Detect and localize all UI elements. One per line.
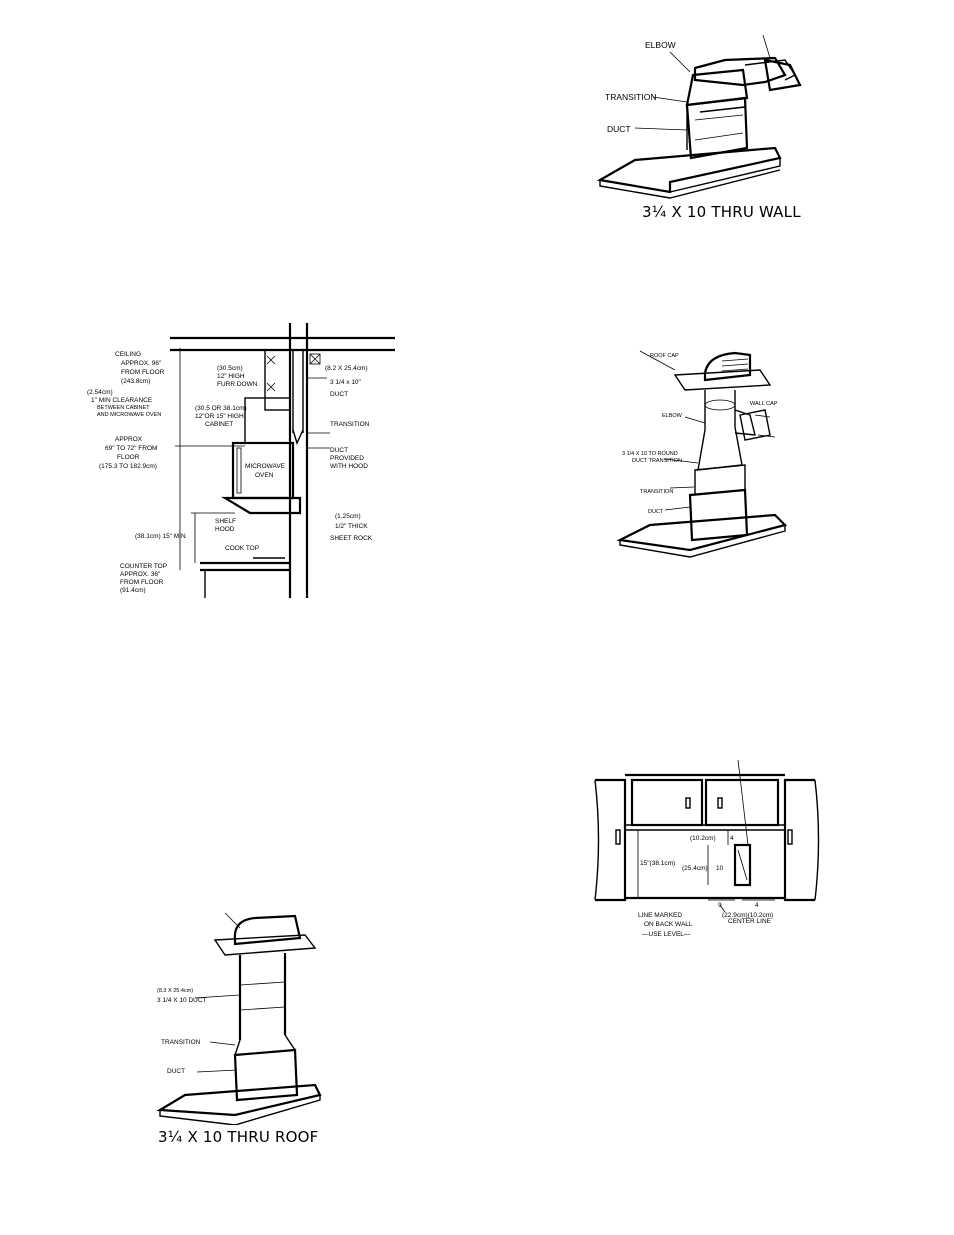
svg-text:(10.2cm): (10.2cm): [690, 835, 716, 842]
svg-text:(30.5 OR 38.1cm): (30.5 OR 38.1cm): [195, 405, 247, 412]
elbow-label: ELBOW: [662, 413, 683, 419]
thru-roof-caption: 3¼ X 10 THRU ROOF: [158, 1128, 319, 1146]
svg-text:COUNTER TOP: COUNTER TOP: [120, 563, 167, 570]
svg-text:DUCT: DUCT: [330, 391, 348, 398]
microwave-label: MICROWAVE: [245, 463, 286, 470]
roof-cap-label: ROOF CAP: [650, 353, 679, 359]
thru-wall-drawing: ELBOW TRANSITION DUCT: [596, 34, 802, 199]
wall-layout-drawing: (10.2cm) 4 (25.4cm) 10 15"(38.1cm) 9 4 (…: [594, 760, 820, 938]
svg-text:(175.3 TO 182.9cm): (175.3 TO 182.9cm): [99, 463, 157, 470]
svg-text:3 1/4 X 10 DUCT: 3 1/4 X 10 DUCT: [157, 997, 207, 1004]
ceiling-label: CEILING: [115, 351, 141, 358]
svg-text:(30.5cm): (30.5cm): [217, 365, 243, 372]
elbow-label: ELBOW: [645, 40, 676, 50]
svg-text:FROM FLOOR: FROM FLOOR: [121, 369, 165, 376]
svg-text:1/2" THICK: 1/2" THICK: [335, 523, 368, 530]
svg-text:10: 10: [716, 865, 724, 872]
svg-text:(2.54cm): (2.54cm): [87, 389, 113, 396]
transition-label: TRANSITION: [605, 92, 656, 102]
svg-text:(38.1cm) 15" MIN: (38.1cm) 15" MIN: [135, 533, 186, 540]
svg-text:3 1/4 x 10": 3 1/4 x 10": [330, 379, 362, 386]
svg-text:(8.2 X 25.4cm): (8.2 X 25.4cm): [325, 365, 368, 372]
duct-label: DUCT: [607, 124, 631, 134]
svg-text:APPROX: APPROX: [115, 436, 143, 443]
svg-text:4: 4: [755, 902, 759, 909]
svg-text:WITH HOOD: WITH HOOD: [330, 463, 368, 470]
svg-text:(243.8cm): (243.8cm): [121, 378, 150, 385]
wall-cap-label: WALL CAP: [750, 401, 778, 407]
thru-roof-figure: (8.3 X 25.4cm) 3 1/4 X 10 DUCT TRANSITIO…: [155, 910, 330, 1125]
transition-label: TRANSITION: [330, 421, 370, 428]
wall-layout-figure: (10.2cm) 4 (25.4cm) 10 15"(38.1cm) 9 4 (…: [590, 760, 830, 960]
center-line-label: CENTER LINE: [728, 918, 772, 925]
svg-text:CABINET: CABINET: [205, 421, 233, 428]
svg-text:15"(38.1cm): 15"(38.1cm): [640, 860, 675, 867]
svg-text:FLOOR: FLOOR: [117, 454, 140, 461]
svg-text:12"OR 15" HIGH: 12"OR 15" HIGH: [195, 413, 244, 420]
svg-text:HOOD: HOOD: [215, 526, 235, 533]
svg-text:(22.9cm)(10.2cm): (22.9cm)(10.2cm): [722, 912, 773, 919]
svg-text:BETWEEN CABINET: BETWEEN CABINET: [97, 405, 150, 411]
svg-text:3 1/4 X 10 TO ROUND: 3 1/4 X 10 TO ROUND: [622, 451, 678, 457]
svg-text:OVEN: OVEN: [255, 472, 274, 479]
svg-text:(91.4cm): (91.4cm): [120, 587, 146, 594]
thru-wall-caption: 3¼ X 10 THRU WALL: [642, 203, 801, 221]
svg-text:DUCT: DUCT: [330, 447, 348, 454]
cabinet-section-figure: CEILING APPROX. 96" FROM FLOOR (243.8cm)…: [85, 318, 405, 603]
round-duct-figure: ROOF CAP WALL CAP ELBOW 3 1/4 X 10 TO RO…: [610, 345, 795, 565]
svg-text:4: 4: [730, 835, 734, 842]
svg-text:(1.25cm): (1.25cm): [335, 513, 361, 520]
duct-label: DUCT: [648, 509, 664, 515]
svg-text:12" HIGH: 12" HIGH: [217, 373, 245, 380]
svg-text:AND MICROWAVE OVEN: AND MICROWAVE OVEN: [97, 412, 161, 418]
svg-text:—USE LEVEL—: —USE LEVEL—: [642, 931, 691, 938]
transition-label: TRANSITION: [161, 1039, 201, 1046]
svg-text:SHEET ROCK: SHEET ROCK: [330, 535, 373, 542]
round-duct-drawing: ROOF CAP WALL CAP ELBOW 3 1/4 X 10 TO RO…: [616, 350, 788, 558]
cook-top-label: COOK TOP: [225, 545, 259, 552]
svg-text:SHELF: SHELF: [215, 518, 236, 525]
svg-text:DUCT TRANSITION: DUCT TRANSITION: [632, 458, 682, 464]
svg-text:9: 9: [718, 902, 722, 909]
duct-label: DUCT: [167, 1068, 185, 1075]
svg-text:(25.4cm): (25.4cm): [682, 865, 708, 872]
line-marked-label: LINE MARKED: [638, 912, 682, 919]
svg-text:FURR DOWN: FURR DOWN: [217, 381, 258, 388]
svg-text:1" MIN CLEARANCE: 1" MIN CLEARANCE: [91, 397, 153, 404]
thru-roof-drawing: (8.3 X 25.4cm) 3 1/4 X 10 DUCT TRANSITIO…: [156, 912, 322, 1125]
cabinet-section-drawing: CEILING APPROX. 96" FROM FLOOR (243.8cm)…: [87, 323, 395, 598]
transition-label: TRANSITION: [640, 489, 673, 495]
svg-text:PROVIDED: PROVIDED: [330, 455, 364, 462]
svg-text:APPROX. 36": APPROX. 36": [120, 571, 161, 578]
thru-wall-figure: ELBOW TRANSITION DUCT: [595, 30, 815, 230]
svg-text:APPROX. 96": APPROX. 96": [121, 360, 162, 367]
svg-text:ON BACK WALL: ON BACK WALL: [644, 921, 693, 928]
svg-text:FROM FLOOR: FROM FLOOR: [120, 579, 164, 586]
svg-text:(8.3 X 25.4cm): (8.3 X 25.4cm): [157, 988, 193, 994]
svg-text:69" TO 72" FROM: 69" TO 72" FROM: [105, 445, 157, 452]
